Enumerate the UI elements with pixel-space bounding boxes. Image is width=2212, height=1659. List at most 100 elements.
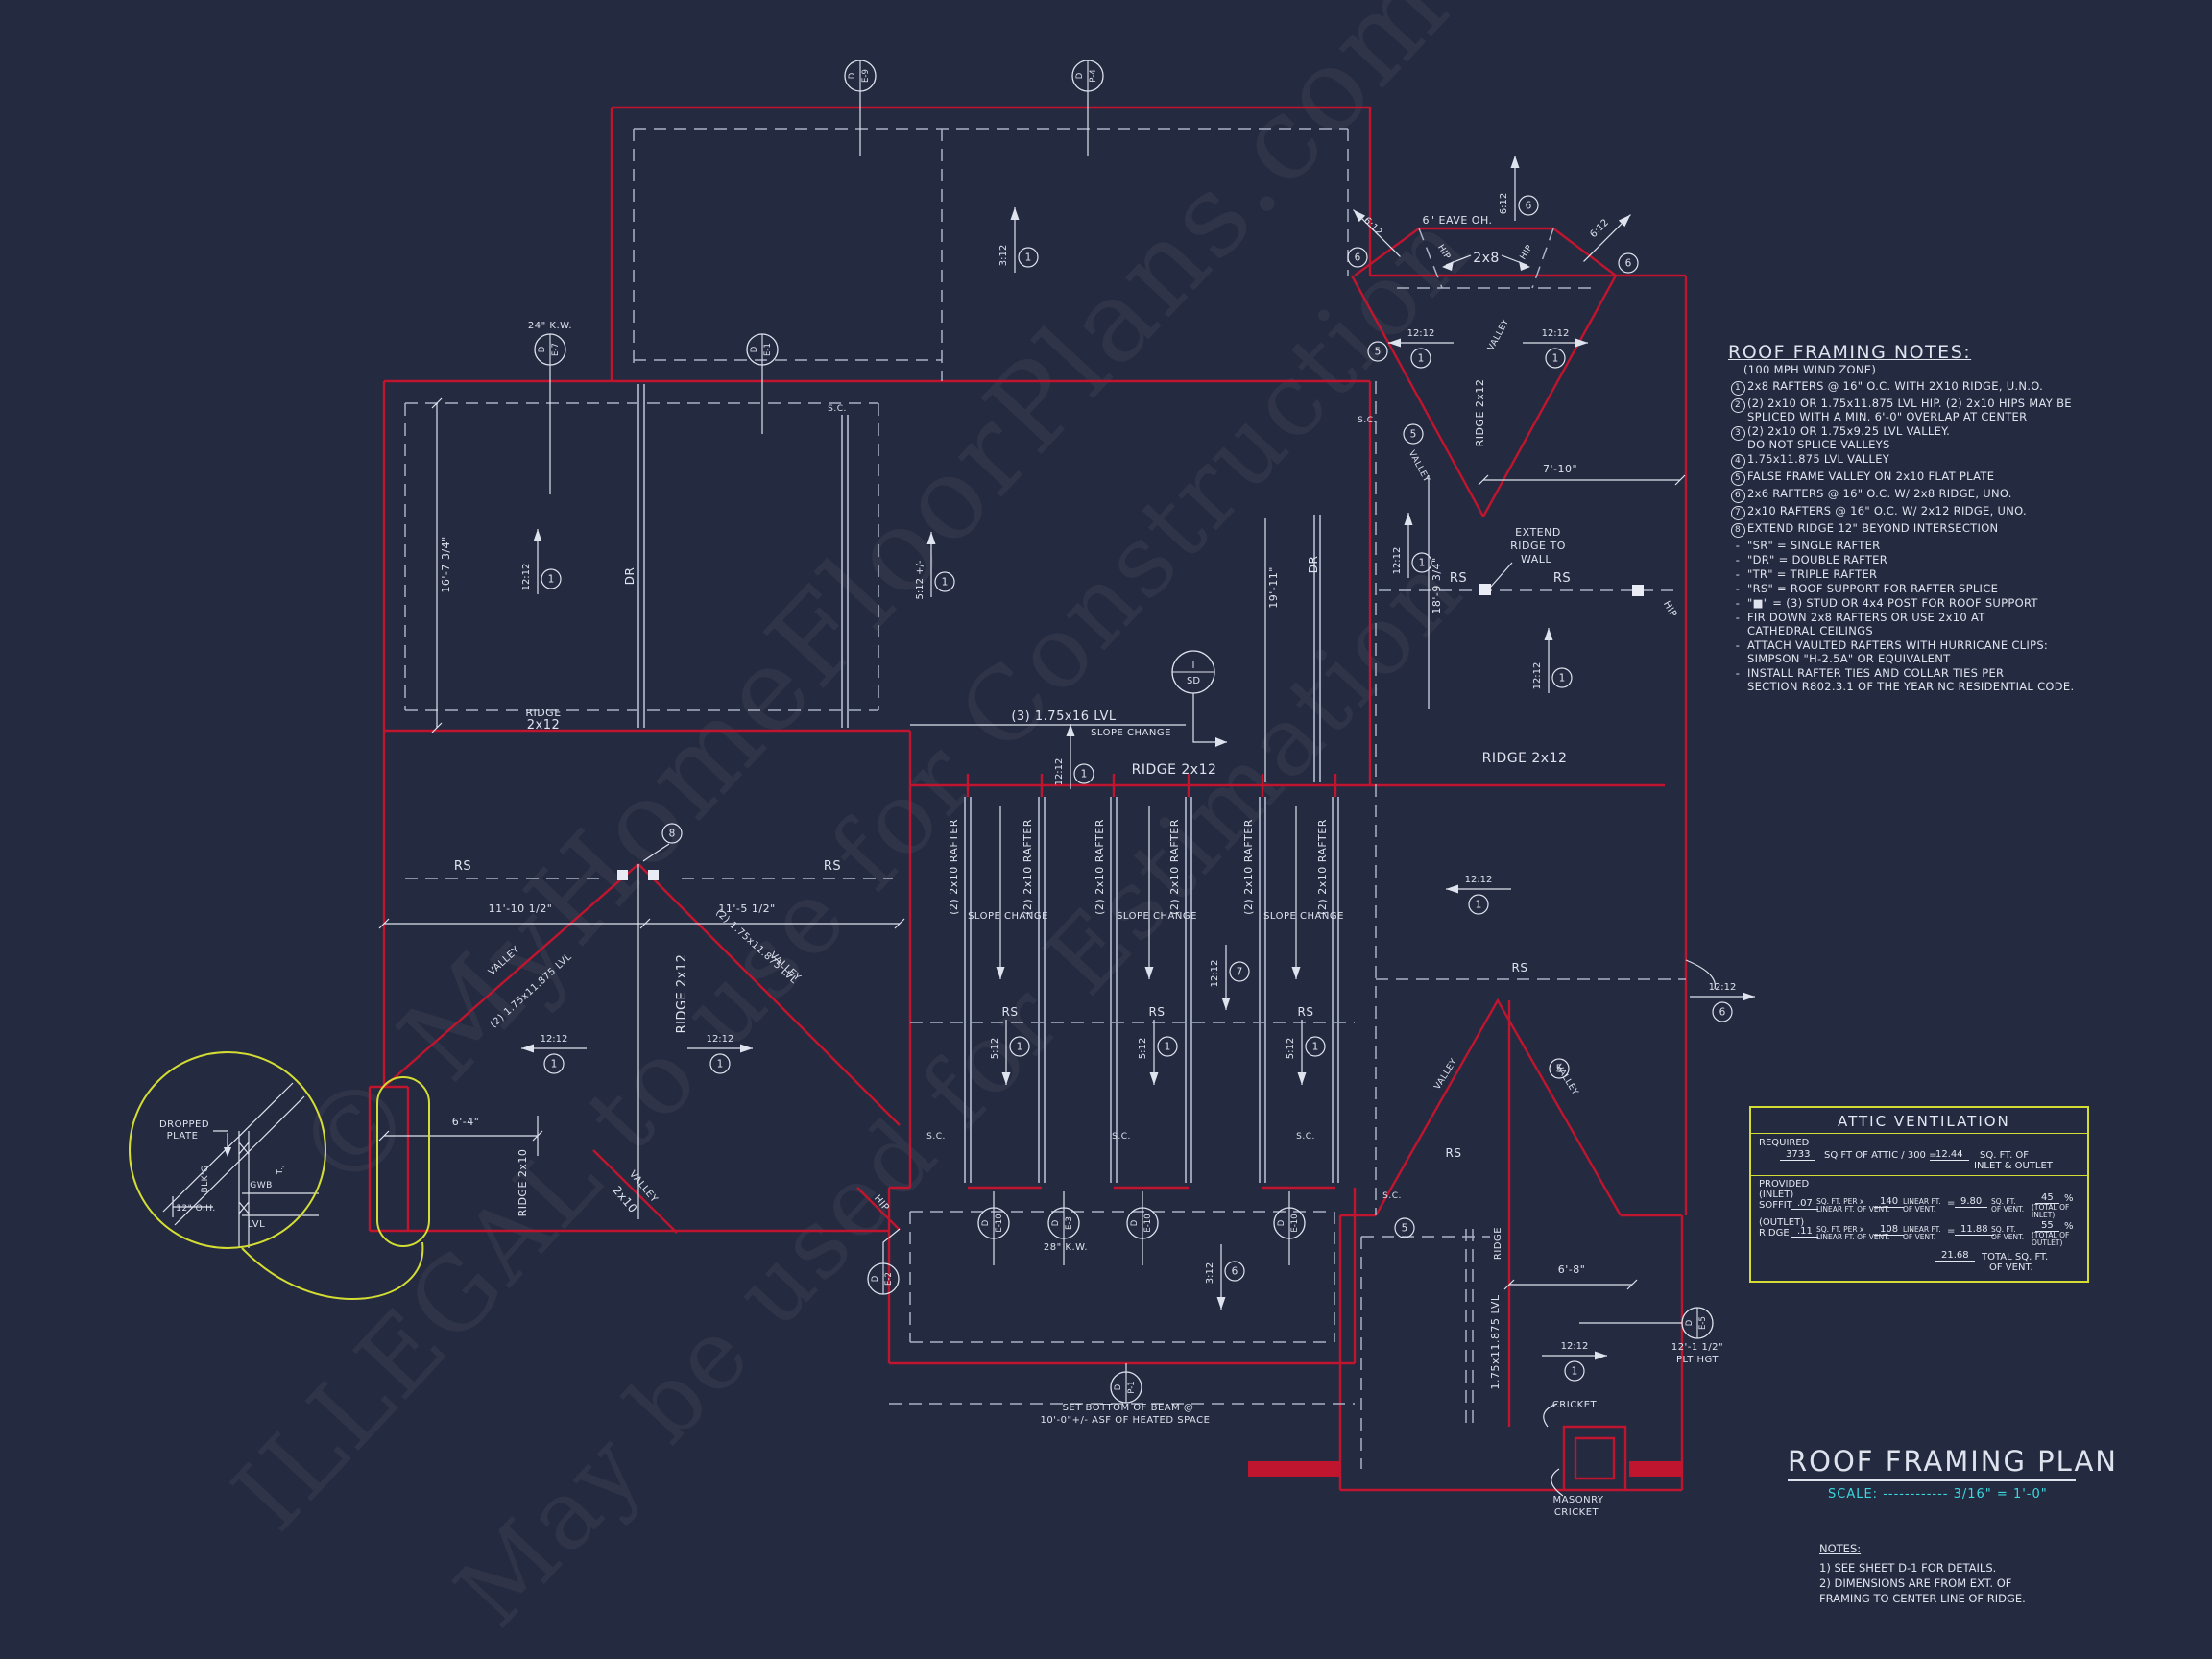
slope-arrow-head [1297, 1072, 1307, 1085]
keynote-number: 1 [1312, 1042, 1319, 1053]
slope-label: 12:12 [541, 1034, 568, 1045]
keynote-number: 1 [1025, 252, 1032, 264]
slope-arrow-head [926, 532, 936, 544]
keynote-circle [661, 823, 683, 844]
keynote-number: 6 [1625, 258, 1632, 270]
attic-per-text4: LINEAR FT. OF VENT. [1816, 1233, 1890, 1241]
keynote-number: 1 [717, 1059, 724, 1070]
attic-req-text: SQ FT OF ATTIC / 300 = [1824, 1150, 1937, 1161]
attic-total-text: TOTAL SQ. FT. [1982, 1252, 2049, 1262]
bubble-detail-letter: D [848, 72, 857, 79]
plan-label: S.C. [926, 1132, 946, 1142]
slope-arrow-head [1404, 513, 1413, 525]
attic-inlet-label2: SOFFIT [1759, 1200, 1792, 1211]
plan-label: EXTEND [1515, 526, 1561, 539]
attic-outlet-pct: 55 [2035, 1220, 2059, 1232]
keynote-circle [1410, 348, 1431, 369]
attic-pct-sign2: % [2064, 1221, 2074, 1232]
plan-label: 18'-9 3/4" [1431, 557, 1443, 613]
sheet-note-2: 2) DIMENSIONS ARE FROM EXT. OF FRAMING T… [1819, 1576, 2026, 1605]
plan-label: BLK'G [201, 1165, 210, 1192]
keynote-circle [1518, 195, 1539, 216]
plan-label: CRICKET [1552, 1400, 1598, 1410]
attic-lin-text: LINEAR FT. [1903, 1197, 1941, 1206]
attic-eq: = [1947, 1198, 1956, 1209]
bubble-sheet-number: E-2 [884, 1272, 894, 1286]
plan-label: 28" K.W. [1044, 1242, 1088, 1253]
keynote-circle [1545, 348, 1566, 369]
plan-label: LVL [248, 1219, 265, 1230]
plan-label: 7'-10" [1543, 463, 1577, 475]
keynote-number: 1 [548, 574, 555, 586]
plan-label: 11'-10 1/2" [489, 902, 553, 915]
plan-label: SLOPE CHANGE [1263, 911, 1344, 922]
slope-arrow-head [1010, 207, 1020, 220]
attic-sq-text: SQ. FT. [1991, 1197, 2016, 1206]
slope-arrow-head [533, 529, 542, 541]
keynote-circle [1618, 252, 1639, 274]
bubble-detail-letter: D [981, 1219, 991, 1226]
bubble-sheet-number: P-4 [1089, 69, 1098, 82]
plan-label: SLOPE CHANGE [1117, 911, 1197, 922]
keynote-circle [1305, 1036, 1326, 1057]
note-item: -"DR" = DOUBLE RAFTER [1735, 553, 1887, 566]
attic-total-text2: OF VENT. [1989, 1262, 2033, 1273]
slope-arrow-head [521, 1044, 534, 1053]
keynote-number: 1 [1165, 1042, 1171, 1053]
attic-inlet-pct: 45 [2035, 1192, 2059, 1204]
attic-inlet-tot2: INLET) [2032, 1211, 2056, 1219]
plan-label: (2) 2x10 RAFTER [1316, 819, 1329, 915]
note-item: -ATTACH VAULTED RAFTERS WITH HURRICANE C… [1735, 638, 2049, 665]
slope-arrow-head [1743, 992, 1755, 1001]
note-item: 2(2) 2x10 OR 1.75x11.875 LVL HIP. (2) 2x… [1728, 397, 2170, 423]
plan-label: 6'-8" [1558, 1263, 1586, 1276]
bubble-sheet-number: E-3 [1065, 1216, 1074, 1230]
keynote-circle [1367, 341, 1388, 362]
keynote-circle [1411, 552, 1432, 573]
plan-label: 2x12 [527, 718, 561, 733]
plan-label: RIDGE [525, 707, 561, 719]
sheet-title: ROOF FRAMING PLAN [1788, 1445, 2116, 1481]
keynote-circle [1549, 1058, 1570, 1079]
plan-label: (2) 2x10 RAFTER [1168, 819, 1181, 915]
plan-label: 12" O.H. [176, 1204, 216, 1214]
detail-circle [129, 1051, 326, 1249]
sheet-note-1: 1) SEE SHEET D-1 FOR DETAILS. [1819, 1561, 1997, 1575]
attic-req-unit: SQ. FT. OF [1980, 1150, 2030, 1161]
plan-label: SLOPE CHANGE [968, 911, 1048, 922]
keynote-number: 5 [1375, 347, 1382, 358]
slope-arrow-head [1353, 209, 1366, 223]
plan-label: (2) 2x10 RAFTER [1242, 819, 1255, 915]
sheet-scale: SCALE: ------------ 3/16" = 1'-0" [1828, 1487, 2048, 1502]
slope-arrow-head [1446, 884, 1458, 894]
sheet-notes: NOTES: 1) SEE SHEET D-1 FOR DETAILS. 2) … [1819, 1541, 2107, 1606]
attic-inlet-tot: (TOTAL OF [2032, 1203, 2070, 1212]
keynote-circle [1394, 1217, 1415, 1238]
plan-label: 16'-7 3/4" [440, 536, 452, 592]
attic-inlet-length: 140 [1874, 1196, 1905, 1208]
keynote-number: 6 [1719, 1007, 1726, 1019]
slope-label: 12:12 [1561, 1341, 1589, 1352]
bubble-sheet-number: E-1 [763, 343, 773, 356]
plan-label: S.C. [1382, 1191, 1402, 1201]
keynote-circle [543, 1053, 565, 1074]
slope-label: 12:12 [707, 1034, 734, 1045]
keynote-circle [1073, 763, 1094, 784]
attic-eq2: = [1947, 1226, 1956, 1237]
bubble-detail-letter: D [750, 346, 759, 352]
keynote-circle [1018, 247, 1039, 268]
attic-outlet-length: 108 [1874, 1224, 1905, 1236]
bubble-bottom: SD [1187, 676, 1200, 686]
slope-label: 6:12 [1499, 193, 1509, 214]
attic-outlet-label: (OUTLET) [1759, 1217, 1805, 1228]
keynote-number: 6 [1232, 1266, 1238, 1278]
bubble-detail-letter: D [871, 1275, 880, 1282]
attic-outlet-label2: RIDGE [1759, 1228, 1790, 1238]
title-block: ROOF FRAMING PLAN SCALE: ------------ 3/… [1788, 1445, 2116, 1502]
notes-subtitle: (100 MPH WIND ZONE) [1743, 363, 1877, 376]
bubble-detail-letter: D [1277, 1219, 1286, 1226]
plan-label: RIDGE 2x12 [675, 954, 689, 1034]
